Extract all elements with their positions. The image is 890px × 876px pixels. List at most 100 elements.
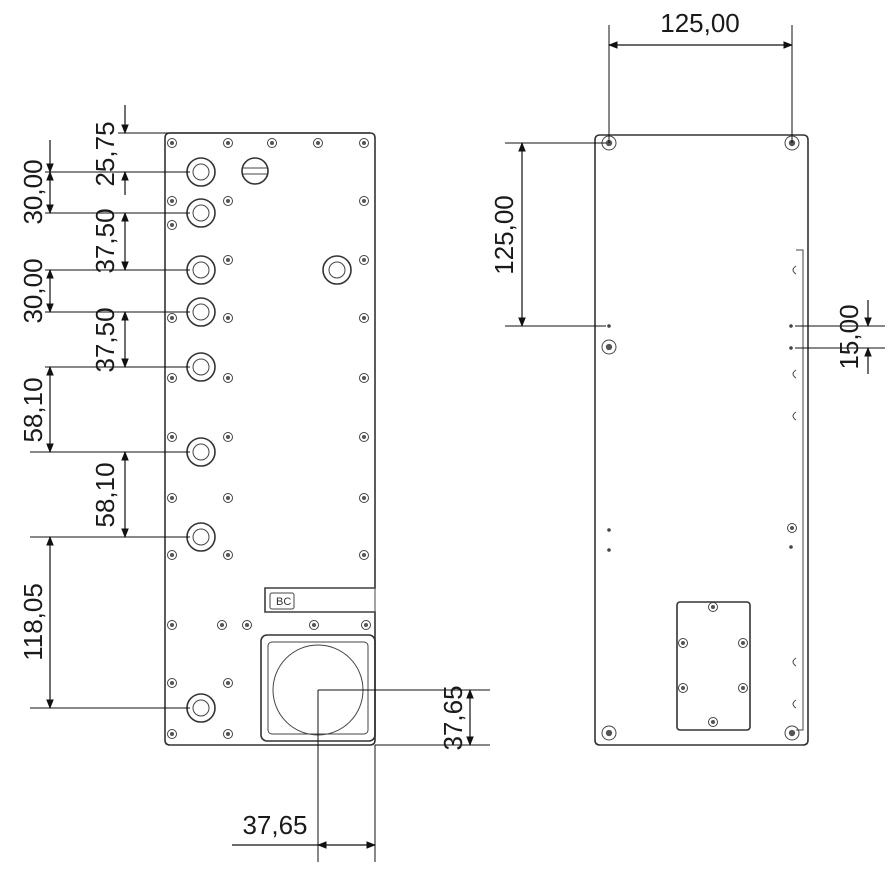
screw-head	[601, 725, 617, 741]
left-plate-outline	[164, 132, 376, 746]
screw-head	[167, 432, 177, 442]
screw-center	[361, 495, 367, 501]
screw-center	[605, 343, 613, 351]
screw-center	[363, 622, 369, 628]
left-view: BC	[164, 132, 376, 746]
screw-center	[361, 140, 367, 146]
screw-head	[359, 493, 369, 503]
screw-head	[223, 493, 233, 503]
screw-head	[601, 339, 617, 355]
dim-37-65-horizontal: 37,65	[242, 810, 307, 840]
screw-center	[361, 434, 367, 440]
screw-head	[787, 523, 797, 533]
screw-center	[740, 640, 746, 646]
right-dimensions: 125,00 125,00 15,00	[489, 8, 885, 374]
dim-58-10-b: 58,10	[90, 462, 120, 527]
screw-head	[359, 196, 369, 206]
dim-37-50-b: 37,50	[90, 307, 120, 372]
screw-center	[311, 622, 317, 628]
screw-head	[738, 683, 748, 693]
screw-center	[169, 222, 175, 228]
screw-center	[169, 375, 175, 381]
dim-37-65-vertical: 37,65	[438, 685, 468, 750]
screw-center	[169, 731, 175, 737]
screw-head	[361, 620, 371, 630]
screw-center	[680, 640, 686, 646]
screw-head	[167, 313, 177, 323]
screw-center	[225, 375, 231, 381]
screw-head	[784, 725, 800, 741]
dim-30-00-a: 30,00	[18, 159, 48, 224]
screw-head	[359, 313, 369, 323]
screw-center	[710, 719, 716, 725]
dim-125-00-vertical: 125,00	[489, 195, 519, 275]
cover-plate	[676, 601, 751, 731]
screw-head	[708, 717, 718, 727]
screw-center	[225, 731, 231, 737]
dim-25-75: 25,75	[90, 121, 120, 186]
screw-center	[710, 604, 716, 610]
screw-head	[708, 602, 718, 612]
screw-head	[267, 138, 277, 148]
screw-center	[361, 198, 367, 204]
dim-118-05: 118,05	[18, 583, 48, 661]
screw-head	[738, 638, 748, 648]
screw-center	[225, 495, 231, 501]
rail-bumps	[792, 265, 797, 709]
screw-center	[225, 680, 231, 686]
screw-head	[167, 550, 177, 560]
dim-125-00-horizontal: 125,00	[660, 8, 740, 38]
left-dimensions: 25,75 30,00 37,50 30,00 37,50 58,10 58,1…	[18, 105, 490, 862]
screw-head	[359, 138, 369, 148]
screw-head	[309, 620, 319, 630]
screw-head	[217, 620, 227, 630]
screw-head	[223, 550, 233, 560]
screw-center	[225, 198, 231, 204]
screw-head	[167, 373, 177, 383]
screw-center	[169, 434, 175, 440]
screw-head	[223, 373, 233, 383]
connector-label: BC	[276, 596, 291, 608]
connector-tag	[269, 592, 295, 610]
screw-center	[789, 525, 795, 531]
screw-head	[678, 638, 688, 648]
left-screws	[167, 138, 371, 739]
screw-head	[223, 255, 233, 265]
dim-37-50-a: 37,50	[90, 208, 120, 273]
right-plate-outline	[594, 134, 809, 746]
screw-head	[167, 620, 177, 630]
screw-head	[167, 678, 177, 688]
dim-15-00: 15,00	[834, 304, 864, 369]
connector-block	[264, 587, 376, 613]
screw-center	[225, 552, 231, 558]
connector-ports	[186, 157, 352, 723]
screw-center	[788, 729, 796, 737]
screw-center	[361, 552, 367, 558]
screw-center	[244, 622, 250, 628]
screw-center	[169, 680, 175, 686]
dim-30-00-b: 30,00	[18, 258, 48, 323]
screw-head	[167, 493, 177, 503]
screw-head	[359, 255, 369, 265]
screw-head	[167, 729, 177, 739]
right-screws	[601, 135, 800, 741]
screw-head	[242, 620, 252, 630]
screw-head	[359, 550, 369, 560]
screw-center	[225, 315, 231, 321]
screw-head	[678, 683, 688, 693]
screw-center	[361, 375, 367, 381]
side-rail	[796, 249, 804, 731]
dim-58-10-a: 58,10	[18, 377, 48, 442]
screw-center	[169, 315, 175, 321]
screw-center	[169, 622, 175, 628]
screw-center	[680, 685, 686, 691]
screw-center	[361, 257, 367, 263]
screw-head	[223, 729, 233, 739]
screw-head	[223, 196, 233, 206]
screw-center	[169, 495, 175, 501]
screw-head	[313, 138, 323, 148]
screw-center	[219, 622, 225, 628]
screw-center	[225, 257, 231, 263]
screw-center	[169, 552, 175, 558]
